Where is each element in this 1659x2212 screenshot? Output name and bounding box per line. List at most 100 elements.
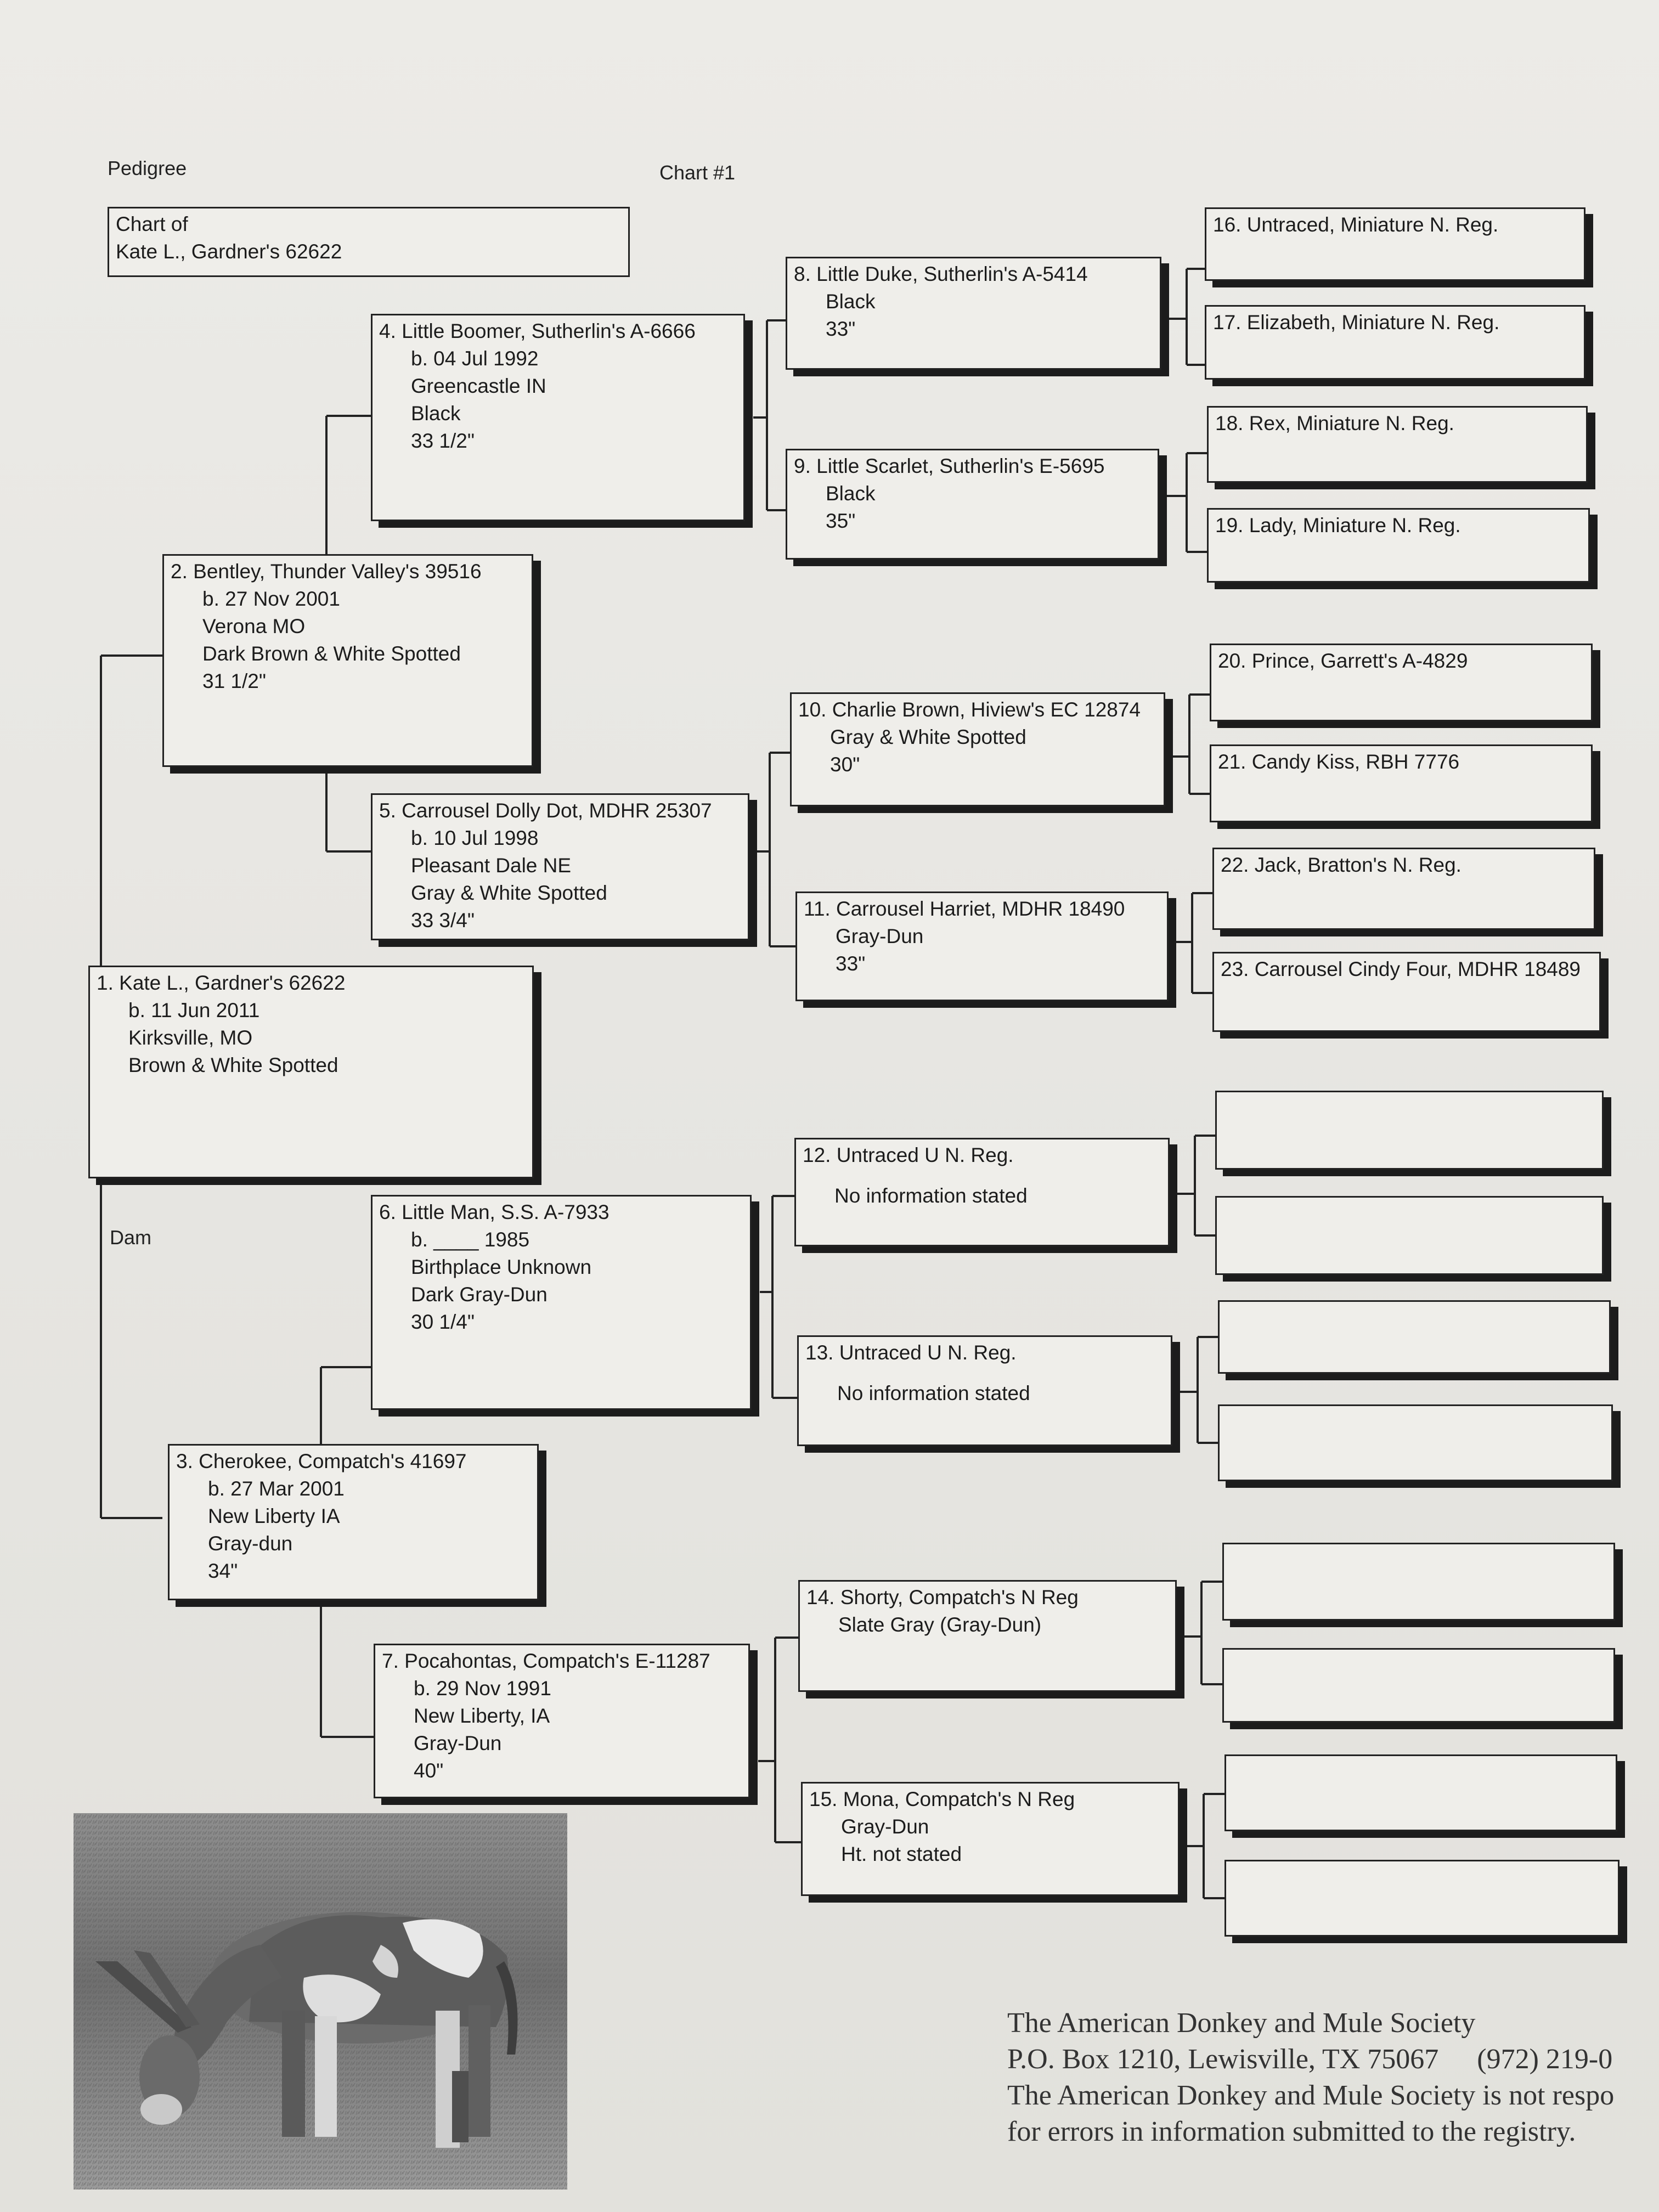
animal-name: 17. Elizabeth, Miniature N. Reg. [1213, 311, 1500, 334]
donkey-photo [74, 1813, 567, 2190]
animal-name: 13. Untraced U N. Reg. [805, 1341, 1017, 1364]
pedigree-box-21: 21. Candy Kiss, RBH 7776 [1210, 744, 1593, 822]
pedigree-box-22: 22. Jack, Bratton's N. Reg. [1212, 848, 1595, 930]
chart-number: Chart #1 [659, 161, 736, 184]
chart-of-subject: Kate L., Gardner's 62622 [116, 240, 342, 263]
animal-color: Gray-dun [208, 1532, 293, 1555]
animal-name: 3. Cherokee, Compatch's 41697 [176, 1450, 467, 1472]
animal-height: Ht. not stated [841, 1843, 962, 1865]
pedigree-box-12: 12. Untraced U N. Reg. No information st… [794, 1138, 1170, 1246]
animal-name: 12. Untraced U N. Reg. [803, 1144, 1014, 1166]
chart-of-box: Chart of Kate L., Gardner's 62622 [108, 207, 630, 277]
pedigree-box-19: 19. Lady, Miniature N. Reg. [1207, 508, 1590, 583]
animal-birth: b. 11 Jun 2011 [128, 999, 260, 1022]
pedigree-box-28 [1222, 1543, 1615, 1621]
animal-name: 23. Carrousel Cindy Four, MDHR 18489 [1221, 958, 1581, 980]
animal-birthplace: New Liberty, IA [414, 1705, 550, 1727]
animal-color: Gray-Dun [414, 1732, 502, 1754]
animal-height: 30 1/4" [411, 1311, 475, 1333]
pedigree-box-4: 4. Little Boomer, Sutherlin's A-6666 b. … [371, 314, 745, 521]
animal-name: 11. Carrousel Harriet, MDHR 18490 [804, 898, 1125, 920]
pedigree-box-31 [1224, 1860, 1620, 1937]
animal-name: 7. Pocahontas, Compatch's E-11287 [382, 1650, 710, 1672]
pedigree-box-8: 8. Little Duke, Sutherlin's A-5414 Black… [786, 257, 1161, 370]
animal-birth: b. 10 Jul 1998 [411, 827, 539, 849]
animal-birthplace: Verona MO [202, 615, 306, 637]
animal-name: 21. Candy Kiss, RBH 7776 [1218, 751, 1460, 773]
animal-color: Slate Gray (Gray-Dun) [838, 1613, 1042, 1636]
pedigree-box-30 [1224, 1754, 1617, 1831]
pedigree-box-5: 5. Carrousel Dolly Dot, MDHR 25307 b. 10… [371, 793, 749, 940]
pedigree-box-1: 1. Kate L., Gardner's 62622 b. 11 Jun 20… [88, 966, 534, 1178]
chart-of-label: Chart of [116, 213, 188, 235]
society-footer: The American Donkey and Mule Society P.O… [1007, 2005, 1659, 2150]
animal-name: 15. Mona, Compatch's N Reg [809, 1788, 1075, 1810]
pedigree-box-6: 6. Little Man, S.S. A-7933 b. ____ 1985 … [371, 1195, 752, 1410]
society-address: P.O. Box 1210, Lewisville, TX 75067 [1007, 2044, 1439, 2075]
animal-name: 8. Little Duke, Sutherlin's A-5414 [794, 263, 1088, 285]
pedigree-heading: Pedigree [108, 157, 187, 179]
pedigree-box-16: 16. Untraced, Miniature N. Reg. [1205, 207, 1585, 281]
animal-birthplace: Birthplace Unknown [411, 1256, 592, 1278]
animal-birth: b. 27 Mar 2001 [208, 1477, 345, 1500]
animal-name: 14. Shorty, Compatch's N Reg [806, 1586, 1079, 1609]
pedigree-box-14: 14. Shorty, Compatch's N Reg Slate Gray … [798, 1580, 1177, 1692]
pedigree-box-3: 3. Cherokee, Compatch's 41697 b. 27 Mar … [168, 1444, 539, 1600]
society-name: The American Donkey and Mule Society [1007, 2007, 1476, 2039]
pedigree-box-25 [1215, 1196, 1604, 1275]
pedigree-box-23: 23. Carrousel Cindy Four, MDHR 18489 [1212, 952, 1601, 1032]
animal-color: Dark Gray-Dun [411, 1283, 548, 1306]
pedigree-box-13: 13. Untraced U N. Reg. No information st… [797, 1335, 1172, 1446]
pedigree-box-29 [1222, 1648, 1615, 1723]
animal-note: No information stated [834, 1184, 1028, 1207]
pedigree-box-20: 20. Prince, Garrett's A-4829 [1210, 644, 1593, 721]
animal-height: 33 3/4" [411, 909, 475, 932]
animal-height: 40" [414, 1759, 444, 1782]
animal-birth: b. ____ 1985 [411, 1228, 530, 1251]
animal-color: Black [411, 402, 461, 425]
animal-name: 20. Prince, Garrett's A-4829 [1218, 650, 1468, 672]
animal-height: 35" [826, 510, 856, 532]
animal-color: Gray-Dun [841, 1815, 929, 1838]
pedigree-box-27 [1218, 1404, 1613, 1481]
animal-name: 9. Little Scarlet, Sutherlin's E-5695 [794, 455, 1105, 477]
animal-birthplace: Kirksville, MO [128, 1026, 253, 1049]
pedigree-box-11: 11. Carrousel Harriet, MDHR 18490 Gray-D… [795, 891, 1169, 1001]
pedigree-box-2: 2. Bentley, Thunder Valley's 39516 b. 27… [162, 554, 533, 767]
animal-name: 2. Bentley, Thunder Valley's 39516 [171, 560, 482, 583]
dam-label: Dam [110, 1226, 152, 1249]
society-phone: (972) 219-0 [1477, 2044, 1613, 2075]
pedigree-box-18: 18. Rex, Miniature N. Reg. [1207, 406, 1588, 483]
animal-birthplace: New Liberty IA [208, 1505, 340, 1527]
animal-name: 19. Lady, Miniature N. Reg. [1215, 514, 1461, 537]
animal-height: 33 1/2" [411, 430, 475, 452]
pedigree-box-15: 15. Mona, Compatch's N Reg Gray-Dun Ht. … [801, 1782, 1180, 1896]
pedigree-box-9: 9. Little Scarlet, Sutherlin's E-5695 Bl… [786, 449, 1159, 560]
disclaimer-line-1: The American Donkey and Mule Society is … [1007, 2080, 1615, 2111]
animal-height: 31 1/2" [202, 670, 267, 692]
pedigree-box-24 [1215, 1091, 1604, 1170]
animal-name: 10. Charlie Brown, Hiview's EC 12874 [798, 698, 1141, 721]
animal-height: 33" [836, 952, 866, 975]
animal-name: 18. Rex, Miniature N. Reg. [1215, 412, 1454, 435]
animal-height: 30" [830, 753, 860, 776]
animal-name: 1. Kate L., Gardner's 62622 [97, 972, 346, 994]
animal-color: Gray & White Spotted [830, 726, 1026, 748]
animal-color: Brown & White Spotted [128, 1054, 338, 1076]
disclaimer-line-2: for errors in information submitted to t… [1007, 2116, 1576, 2147]
animal-height: 33" [826, 318, 856, 340]
animal-name: 6. Little Man, S.S. A-7933 [379, 1201, 610, 1223]
animal-color: Dark Brown & White Spotted [202, 642, 461, 665]
animal-note: No information stated [837, 1382, 1030, 1404]
animal-color: Black [826, 482, 876, 505]
animal-height: 34" [208, 1560, 238, 1582]
animal-birth: b. 27 Nov 2001 [202, 588, 340, 610]
society-address-line: P.O. Box 1210, Lewisville, TX 75067 (972)… [1007, 2041, 1659, 2078]
animal-birthplace: Pleasant Dale NE [411, 854, 572, 877]
animal-name: 16. Untraced, Miniature N. Reg. [1213, 213, 1499, 236]
animal-name: 22. Jack, Bratton's N. Reg. [1221, 854, 1462, 876]
pedigree-box-17: 17. Elizabeth, Miniature N. Reg. [1205, 305, 1585, 380]
animal-name: 4. Little Boomer, Sutherlin's A-6666 [379, 320, 696, 342]
animal-name: 5. Carrousel Dolly Dot, MDHR 25307 [379, 799, 712, 822]
